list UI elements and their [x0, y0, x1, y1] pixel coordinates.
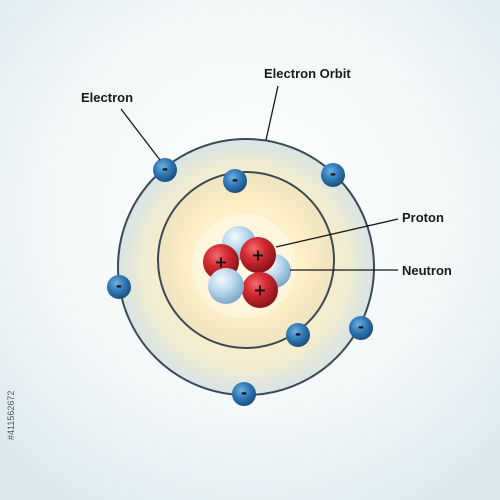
- electron-leader-line: [120, 108, 161, 161]
- proton-sign: +: [253, 281, 266, 300]
- proton-leader-line: [275, 218, 399, 248]
- proton-label: Proton: [402, 210, 444, 225]
- nucleus: + + +: [203, 226, 291, 308]
- electron-orbit-label: Electron Orbit: [264, 66, 351, 81]
- electron-particle: -: [232, 382, 256, 406]
- neutron-particle: [208, 268, 244, 304]
- electron-orbit-leader-line: [265, 85, 279, 141]
- electron-particle: -: [349, 316, 373, 340]
- electron-sign: -: [116, 277, 122, 295]
- electron-particle: -: [153, 158, 177, 182]
- proton-sign: +: [214, 253, 227, 272]
- electron-sign: -: [232, 171, 238, 189]
- proton-particle: [240, 237, 276, 273]
- stock-id-text: #411562672: [6, 391, 16, 440]
- electron-sign: -: [358, 318, 364, 336]
- electron-label: Electron: [81, 90, 133, 105]
- electron-sign: -: [330, 165, 336, 183]
- electron-particle: -: [107, 275, 131, 299]
- electron-particle: -: [286, 323, 310, 347]
- electron-sign: -: [162, 160, 168, 178]
- electron-sign: -: [295, 325, 301, 343]
- proton-particle: [242, 272, 278, 308]
- electron-particle: -: [223, 169, 247, 193]
- neutron-label: Neutron: [402, 263, 452, 278]
- proton-sign: +: [251, 246, 264, 265]
- electron-particle: -: [321, 163, 345, 187]
- electron-sign: -: [241, 384, 247, 402]
- electrons: - - - - - - -: [107, 158, 373, 406]
